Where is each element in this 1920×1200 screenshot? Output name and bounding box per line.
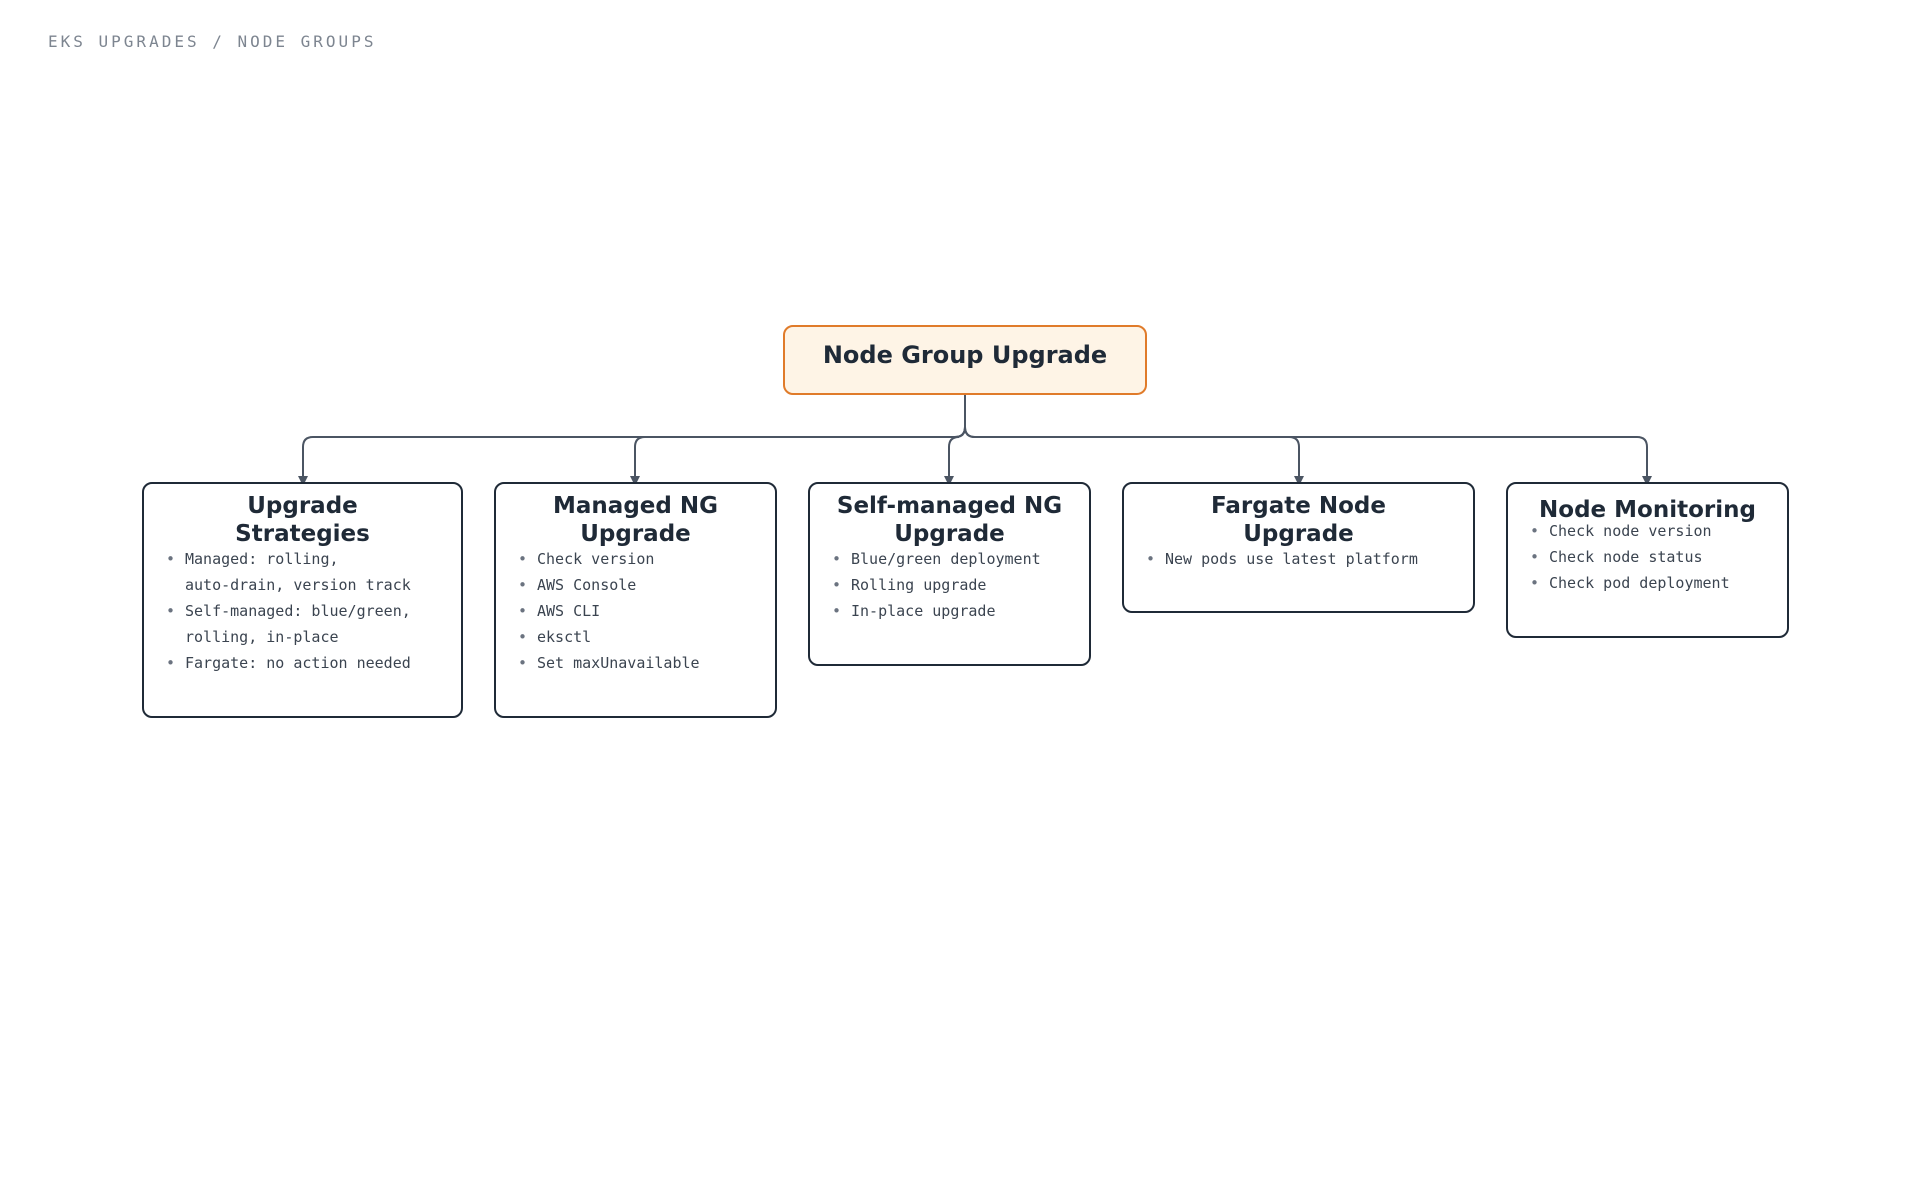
list-item: Rolling upgrade xyxy=(832,572,1041,598)
list-item: Check version xyxy=(518,546,700,572)
bullet-list: Managed: rolling, auto-drain, version tr… xyxy=(166,546,411,676)
connector-node-monitoring xyxy=(964,395,1652,486)
bullet-list: Check version AWS Console AWS CLI eksctl… xyxy=(518,546,700,676)
breadcrumb: EKS UPGRADES / NODE GROUPS xyxy=(48,32,377,51)
list-item: Fargate: no action needed xyxy=(166,650,411,676)
list-item: eksctl xyxy=(518,624,700,650)
connector-managed-ng xyxy=(630,395,966,486)
root-node: Node Group Upgrade xyxy=(783,325,1147,395)
node-title: Managed NG Upgrade xyxy=(496,492,775,548)
node-title: Fargate Node Upgrade xyxy=(1124,492,1473,548)
list-item: New pods use latest platform xyxy=(1146,546,1418,572)
list-item: Check node status xyxy=(1530,544,1730,570)
list-item: Managed: rolling, auto-drain, version tr… xyxy=(166,546,411,598)
node-monitoring: Node Monitoring Check node version Check… xyxy=(1506,482,1789,638)
node-self-managed-ng-upgrade: Self-managed NG Upgrade Blue/green deplo… xyxy=(808,482,1091,666)
list-item: AWS Console xyxy=(518,572,700,598)
node-title: Self-managed NG Upgrade xyxy=(810,492,1089,548)
node-title-line1: Managed NG xyxy=(553,493,718,519)
node-title-line1: Fargate Node xyxy=(1211,493,1386,519)
node-title-line2: Upgrade xyxy=(894,521,1005,547)
list-item: Check pod deployment xyxy=(1530,570,1730,596)
node-title-line1: Self-managed NG xyxy=(836,493,1063,519)
node-fargate-node-upgrade: Fargate Node Upgrade New pods use latest… xyxy=(1122,482,1475,613)
node-title-line1: Upgrade xyxy=(247,493,358,519)
bullet-list: Check node version Check node status Che… xyxy=(1530,518,1730,596)
list-item: Self-managed: blue/green, rolling, in-pl… xyxy=(166,598,411,650)
node-managed-ng-upgrade: Managed NG Upgrade Check version AWS Con… xyxy=(494,482,777,718)
node-upgrade-strategies: Upgrade Strategies Managed: rolling, aut… xyxy=(142,482,463,718)
connector-self-managed-ng xyxy=(944,395,966,486)
node-title: Upgrade Strategies xyxy=(144,492,461,548)
list-item: In-place upgrade xyxy=(832,598,1041,624)
list-item: Set maxUnavailable xyxy=(518,650,700,676)
node-title-line2: Strategies xyxy=(235,521,370,547)
list-item: Check node version xyxy=(1530,518,1730,544)
root-node-title: Node Group Upgrade xyxy=(822,341,1108,369)
bullet-list: Blue/green deployment Rolling upgrade In… xyxy=(832,546,1041,624)
list-item: AWS CLI xyxy=(518,598,700,624)
node-title-line2: Upgrade xyxy=(580,521,691,547)
node-title-line2: Upgrade xyxy=(1243,521,1354,547)
list-item: Blue/green deployment xyxy=(832,546,1041,572)
bullet-list: New pods use latest platform xyxy=(1146,546,1418,572)
